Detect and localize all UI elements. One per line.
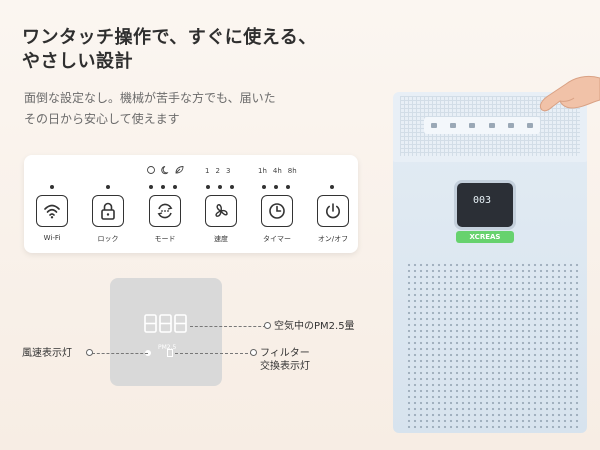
fan-speed-label: 速度 (214, 235, 228, 243)
mode-indicator-dot (149, 185, 153, 189)
fan-speed-annotation: 風速表示灯 (22, 348, 72, 359)
segment-digits (144, 314, 187, 333)
lock-button[interactable] (92, 195, 124, 227)
auto-mode-icon (147, 166, 155, 174)
timer-indicator-dot (274, 185, 278, 189)
clock-icon (269, 203, 285, 219)
top-button-indicator (449, 123, 456, 128)
mode-icon (157, 203, 173, 219)
power-indicator-dot (330, 185, 334, 189)
filter-leader-line (175, 353, 253, 354)
timer-label: タイマー (263, 235, 291, 243)
lock-indicator-dot (106, 185, 110, 189)
speed-indicator-dot (206, 185, 210, 189)
control-panel-card (24, 155, 358, 253)
pm25-annotation: 空気中のPM2.5量 (274, 321, 355, 332)
mode-indicator-dot (173, 185, 177, 189)
timer-indicator-labels: 1h 4h 8h (258, 167, 297, 175)
front-grille (406, 262, 580, 428)
power-button[interactable] (317, 195, 349, 227)
headline-line-1: ワンタッチ操作で、すぐに使える、 (22, 27, 317, 48)
fan-speed-indicator-icon (145, 350, 151, 356)
speed-indicator-labels: 1 2 3 (205, 167, 230, 175)
wifi-label: Wi-Fi (43, 234, 61, 242)
filter-annotation-line-1: フィルター (260, 348, 310, 359)
power-icon (326, 203, 340, 219)
top-touch-panel (424, 117, 540, 134)
description: 面倒な設定なし。機械が苦手な方でも、届いた その日から安心して使えます (24, 88, 276, 130)
pm25-small-label: PM2.5 (158, 344, 177, 351)
leaf-mode-icon (175, 166, 184, 174)
pm25-marker (264, 322, 271, 329)
filter-annotation: フィルター 交換表示灯 (260, 347, 310, 373)
speed-level-2: 2 (215, 167, 220, 175)
timer-indicator-dot (262, 185, 266, 189)
hand-pointing-icon (539, 75, 600, 112)
timer-indicator-dot (286, 185, 290, 189)
top-button-indicator (527, 123, 534, 128)
speed-indicator-dot (218, 185, 222, 189)
filter-annotation-line-2: 交換表示灯 (260, 361, 310, 372)
mode-button[interactable] (149, 195, 181, 227)
lock-label: ロック (97, 235, 119, 243)
timer-4h: 4h (272, 167, 282, 175)
headline-line-2: やさしい設計 (22, 51, 133, 72)
mode-label: モード (154, 235, 176, 243)
timer-button[interactable] (261, 195, 293, 227)
description-line-1: 面倒な設定なし。機械が苦手な方でも、届いた (24, 91, 276, 105)
screen-value: 003 (473, 195, 492, 206)
wifi-button[interactable] (36, 195, 68, 227)
timer-1h: 1h (258, 167, 267, 175)
description-line-2: その日から安心して使えます (24, 112, 180, 126)
display-diagram: PM2.5 (110, 278, 222, 386)
filter-indicator-icon (167, 349, 173, 357)
sleep-mode-icon (161, 166, 169, 175)
headline: ワンタッチ操作で、すぐに使える、 やさしい設計 (22, 26, 317, 74)
filter-marker (250, 349, 257, 356)
top-button-indicator (507, 123, 514, 128)
purifier-display-screen: 003 (457, 183, 513, 227)
top-button-indicator (430, 123, 437, 128)
pm25-leader-line (190, 326, 266, 327)
lock-icon (101, 202, 115, 220)
fan-speed-leader-line (92, 353, 148, 354)
fan-speed-marker (86, 349, 93, 356)
top-button-indicator (469, 123, 476, 128)
speed-level-1: 1 (205, 167, 210, 175)
timer-8h: 8h (287, 167, 297, 175)
mode-indicator-dot (161, 185, 165, 189)
wifi-icon (44, 204, 60, 219)
power-label: オン/オフ (317, 235, 349, 243)
speed-level-3: 3 (225, 167, 231, 175)
brand-badge: XCREAS (456, 231, 514, 243)
fan-icon (215, 204, 228, 217)
speed-indicator-dot (230, 185, 234, 189)
fan-speed-button[interactable] (205, 195, 237, 227)
wifi-indicator-dot (50, 185, 54, 189)
mode-indicator-icons (147, 166, 184, 175)
top-button-indicator (488, 123, 495, 128)
